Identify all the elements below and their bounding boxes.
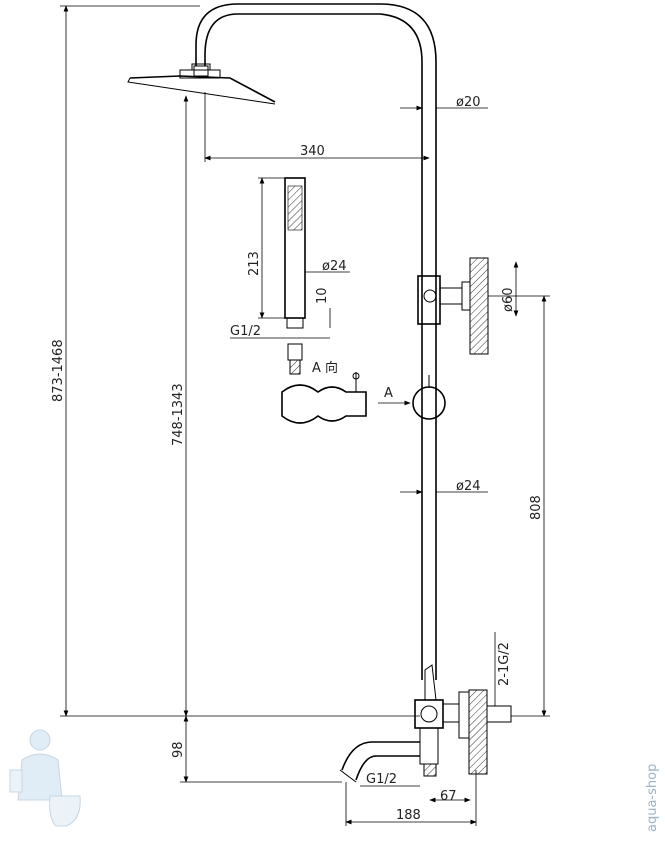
- label-mixer-height: 98: [171, 741, 186, 758]
- slider-knob: [412, 375, 446, 420]
- label-arm-diameter: ø20: [456, 95, 481, 110]
- hose-connector: [287, 343, 303, 375]
- label-overall-height: 873-1468: [51, 339, 66, 402]
- label-arm-reach: 340: [300, 144, 325, 159]
- riser-pipe: [421, 280, 437, 680]
- label-spout-thread: G1/2: [366, 772, 397, 787]
- shower-arm: [193, 3, 437, 280]
- hand-shower-dimensions: [230, 177, 350, 339]
- upper-wall-bracket: [417, 257, 489, 355]
- bracket-spacing-dimension: [488, 295, 550, 717]
- label-hand-shower-diameter: ø24: [322, 259, 347, 274]
- label-hand-shower-thread: G1/2: [230, 324, 261, 339]
- label-hand-shower-tip: 10: [315, 287, 330, 304]
- label-hand-shower-length: 213: [247, 251, 262, 276]
- label-flange-diameter: ø60: [501, 288, 516, 313]
- label-spout-length: 188: [396, 808, 421, 823]
- rain-shower-head: [127, 63, 276, 105]
- label-bracket-spacing: 808: [529, 495, 544, 520]
- label-view-a-arrow: A: [384, 386, 393, 401]
- label-view-a-caption: A 向: [312, 360, 338, 376]
- label-riser-diameter: ø24: [456, 479, 481, 494]
- hand-shower: [284, 177, 306, 329]
- slider-view-a: [281, 372, 367, 424]
- spout-dimensions: [345, 770, 477, 826]
- plumber-mascot-logo: [9, 729, 81, 827]
- mixer-valve: [414, 664, 512, 777]
- label-inlet-offset: 67: [440, 789, 457, 804]
- label-head-height: 748-1343: [171, 383, 186, 446]
- overall-height-dimension: [60, 5, 420, 717]
- label-inlet-thread: 2-1G/2: [497, 642, 512, 686]
- bath-spout: [339, 741, 420, 783]
- mixer-height-dimension: [180, 715, 342, 783]
- arm-reach-dimension: [204, 92, 430, 162]
- watermark-text: aqua-shop: [645, 764, 660, 832]
